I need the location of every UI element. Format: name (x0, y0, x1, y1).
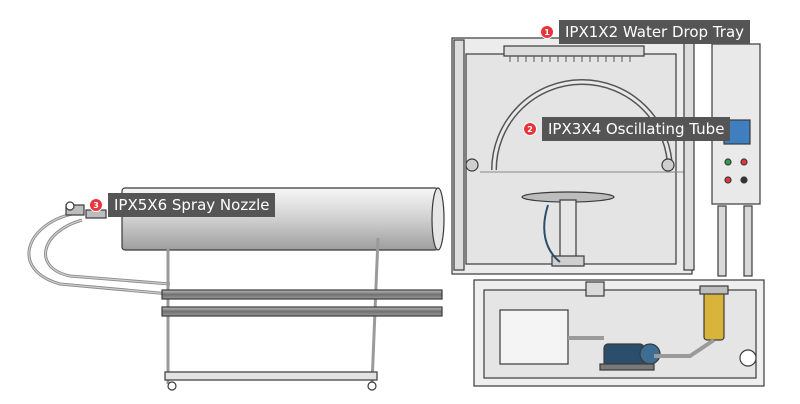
filter-icon (699, 285, 729, 341)
callout-label: IPX5X6 Spray Nozzle (108, 193, 276, 217)
callout-water-drop-tray: 1 IPX1X2 Water Drop Tray (541, 20, 751, 44)
callout-oscillating-tube: 2 IPX3X4 Oscillating Tube (524, 117, 731, 141)
callout-label: IPX1X2 Water Drop Tray (559, 20, 751, 44)
spray-nozzle-unit (27, 187, 445, 391)
callout-number-badge: 3 (90, 199, 102, 211)
control-column (711, 43, 761, 277)
callout-number-badge: 2 (524, 123, 536, 135)
callout-spray-nozzle: 3 IPX5X6 Spray Nozzle (90, 193, 276, 217)
base-cabinet (473, 279, 765, 387)
callout-number-badge: 1 (541, 26, 553, 38)
callout-label: IPX3X4 Oscillating Tube (542, 117, 731, 141)
pump-icon (599, 343, 661, 371)
test-chamber (451, 37, 695, 275)
